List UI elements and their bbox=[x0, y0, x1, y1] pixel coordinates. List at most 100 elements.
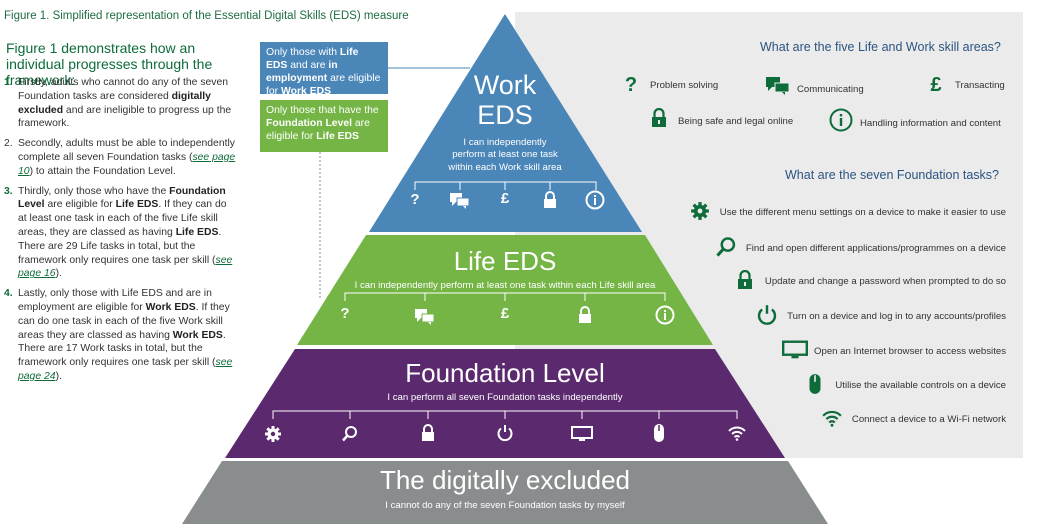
monitor-icon bbox=[782, 340, 809, 363]
step-text: and are ineligible to progress up the fr… bbox=[18, 104, 232, 130]
task-label: Open an Internet browser to access websi… bbox=[814, 346, 1006, 357]
task-use-controls: Utilise the available controls on a devi… bbox=[803, 373, 1006, 398]
page-link[interactable]: see page 10 bbox=[18, 151, 236, 177]
skill-being-safe: Being safe and legal online bbox=[646, 107, 794, 134]
foundation-tier bbox=[225, 349, 785, 458]
step-number: 2. bbox=[4, 138, 13, 150]
skill-label: Transacting bbox=[955, 80, 1005, 91]
foundation-subtitle: I can perform all seven Foundation tasks… bbox=[387, 392, 623, 403]
life-bracket bbox=[344, 292, 666, 301]
step-text: ). bbox=[55, 268, 62, 280]
foundation-title: Foundation Level bbox=[405, 358, 605, 388]
search-icon bbox=[714, 236, 738, 261]
step-text: are eligible for bbox=[44, 199, 116, 211]
task-label: Find and open different applications/pro… bbox=[745, 243, 1006, 254]
step-text: . There are 17 Work tasks in total, but … bbox=[18, 329, 226, 369]
life-eds-subtitle: I can independently perform at least one… bbox=[354, 280, 656, 291]
step-number: 4. bbox=[4, 288, 13, 300]
work-eds-subtitle: I can independently perform at least one… bbox=[430, 137, 580, 174]
lock-icon bbox=[421, 424, 435, 447]
gear-icon bbox=[688, 201, 712, 224]
info-icon bbox=[828, 108, 854, 138]
left-heading: Figure 1 demonstrates how an individual … bbox=[6, 40, 213, 88]
question-icon: ? bbox=[410, 191, 420, 208]
step-text: . There are 29 Life tasks in total, but … bbox=[18, 226, 222, 266]
skill-label: Problem solving bbox=[650, 80, 719, 91]
task-label: Use the different menu settings on a dev… bbox=[719, 207, 1006, 218]
task-find-applications: Find and open different applications/pro… bbox=[714, 236, 1006, 261]
step-number: 3. bbox=[4, 185, 13, 197]
task-label: Connect a device to a Wi-Fi network bbox=[851, 414, 1006, 425]
callout-bold: Work EDS bbox=[281, 86, 332, 97]
step-bold: Work EDS bbox=[145, 301, 196, 313]
skill-areas-heading: What are the five Life and Work skill ar… bbox=[760, 40, 1001, 54]
subtitle-line: perform at least one task bbox=[452, 149, 558, 161]
speech-bubbles-icon bbox=[765, 76, 791, 102]
task-label: Update and change a password when prompt… bbox=[764, 276, 1006, 287]
mouse-icon bbox=[653, 423, 665, 448]
wifi-icon bbox=[820, 409, 844, 430]
callout-text: and are bbox=[287, 60, 329, 71]
task-label: Utilise the available controls on a devi… bbox=[835, 380, 1006, 391]
page-link[interactable]: see page 16 bbox=[18, 254, 233, 280]
task-label: Turn on a device and log in to any accou… bbox=[787, 311, 1006, 322]
search-icon bbox=[341, 425, 359, 448]
foundation-tasks-heading: What are the seven Foundation tasks? bbox=[785, 168, 1000, 182]
work-eligibility-callout: Only those with Life EDS and are in empl… bbox=[260, 42, 388, 97]
step-text: . If they can do one task in each of the… bbox=[18, 301, 230, 341]
page-link[interactable]: see page 24 bbox=[18, 357, 233, 382]
step-3: 3. Thirdly, only those who have the Foun… bbox=[4, 185, 236, 282]
info-icon bbox=[582, 190, 608, 214]
title-line: Work bbox=[473, 70, 537, 100]
skill-handling-information: Handling information and content bbox=[828, 108, 1001, 138]
step-text: ) to attain the Foundation Level. bbox=[29, 165, 176, 177]
mouse-icon bbox=[803, 373, 827, 398]
callout-text: are eligible for bbox=[266, 118, 370, 142]
task-change-password: Update and change a password when prompt… bbox=[733, 269, 1006, 293]
skill-problem-solving: ? Problem solving bbox=[618, 74, 718, 97]
skill-communicating: Communicating bbox=[765, 76, 864, 102]
step-4: 4. Lastly, only those with Life EDS and … bbox=[4, 287, 236, 384]
callout-bold: Life EDS bbox=[316, 131, 359, 142]
lock-icon bbox=[646, 107, 672, 134]
step-bold: digitally excluded bbox=[18, 90, 211, 116]
step-2: 2. Secondly, adults must be able to inde… bbox=[4, 137, 236, 178]
info-icon bbox=[652, 305, 678, 329]
title-line: EDS bbox=[477, 100, 533, 130]
foundation-bracket bbox=[272, 410, 738, 419]
subtitle-line: within each Work skill area bbox=[448, 161, 562, 173]
pound-icon: £ bbox=[500, 190, 510, 207]
speech-bubbles-icon bbox=[447, 192, 473, 214]
callout-bold: Life EDS bbox=[266, 47, 359, 71]
work-bracket bbox=[414, 181, 597, 190]
lock-icon bbox=[572, 306, 598, 328]
task-menu-settings: Use the different menu settings on a dev… bbox=[688, 201, 1006, 224]
subtitle-line: I can independently bbox=[463, 137, 547, 148]
excluded-subtitle: I cannot do any of the seven Foundation … bbox=[385, 500, 625, 511]
callout-text: Only those that have the bbox=[266, 105, 379, 116]
step-number: 1. bbox=[4, 77, 13, 88]
question-icon: ? bbox=[624, 74, 638, 96]
callout-text: are eligible for bbox=[266, 73, 381, 97]
excluded-title: The digitally excluded bbox=[379, 465, 631, 495]
step-text: Secondly, adults must be able to indepen… bbox=[18, 138, 236, 163]
callout-text: Only those with bbox=[266, 47, 340, 58]
life-eligibility-callout: Only those that have the Foundation Leve… bbox=[260, 100, 388, 152]
task-connect-wifi: Connect a device to a Wi-Fi network bbox=[820, 409, 1006, 430]
monitor-icon bbox=[571, 426, 593, 447]
speech-bubbles-icon bbox=[412, 308, 438, 330]
callout-bold: Foundation Level bbox=[266, 118, 353, 129]
task-open-browser: Open an Internet browser to access websi… bbox=[782, 340, 1006, 363]
figure-caption: Figure 1. Simplified representation of t… bbox=[4, 10, 409, 22]
step-text: ). bbox=[55, 370, 62, 382]
step-1: 1. Firstly, adults who cannot do any of … bbox=[4, 76, 236, 131]
skill-label: Being safe and legal online bbox=[678, 115, 794, 127]
pound-icon: £ bbox=[930, 74, 942, 96]
excluded-tier bbox=[182, 461, 828, 524]
lock-icon bbox=[537, 191, 563, 213]
life-eds-title: Life EDS bbox=[453, 246, 557, 276]
power-icon bbox=[755, 304, 779, 329]
skill-label: Communicating bbox=[797, 83, 864, 95]
work-eds-tier bbox=[369, 14, 642, 232]
